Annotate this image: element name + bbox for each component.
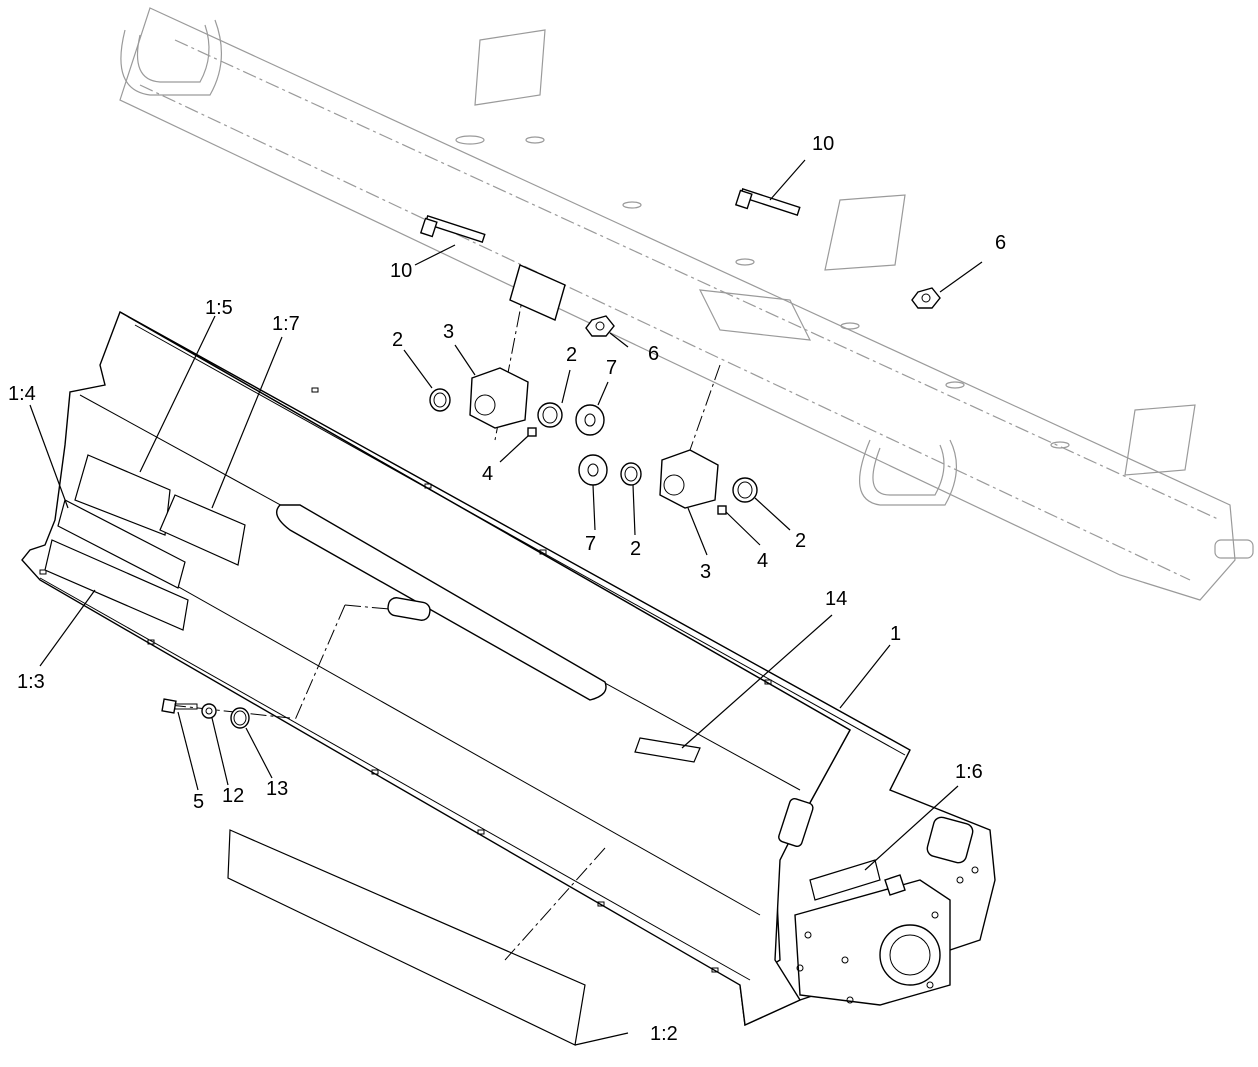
callout-2-d: 2 [795,530,806,552]
callout-6-right: 6 [995,232,1006,254]
callout-labels: 10 6 10 6 2 3 2 7 4 7 2 3 4 2 1:5 1:7 1:… [8,133,1006,1045]
callout-7-b: 7 [585,533,596,555]
decal-1-6 [809,859,881,901]
decal-1-4 [57,499,186,589]
callout-1: 1 [890,623,901,645]
callout-1-4: 1:4 [8,383,36,405]
center-lines [169,284,721,961]
decal-14 [634,737,701,763]
callout-6-left: 6 [648,343,659,365]
housing-part-1 [21,310,996,1027]
callout-7-a: 7 [606,357,617,379]
callout-1-7: 1:7 [272,313,300,335]
callout-1-5: 1:5 [205,297,233,319]
callout-5: 5 [193,791,204,813]
callout-3-b: 3 [700,561,711,583]
callout-2-b: 2 [566,344,577,366]
callout-12: 12 [222,785,244,807]
callout-4-a: 4 [482,463,493,485]
callout-3-a: 3 [443,321,454,343]
callout-1-3: 1:3 [17,671,45,693]
callout-10-left: 10 [390,260,412,282]
callout-1-6: 1:6 [955,761,983,783]
callout-4-b: 4 [757,550,768,572]
callout-10-right: 10 [812,133,834,155]
decal-1-3 [44,539,189,631]
decal-1-5 [74,454,171,536]
callout-1-2: 1:2 [650,1023,678,1045]
callout-2-a: 2 [392,329,403,351]
leader-lines [29,159,983,1046]
decal-1-7 [159,494,246,566]
callout-14: 14 [825,588,847,610]
callout-2-c: 2 [630,538,641,560]
callout-13: 13 [266,778,288,800]
hardware [161,188,941,729]
ghost-frame [119,7,1254,601]
